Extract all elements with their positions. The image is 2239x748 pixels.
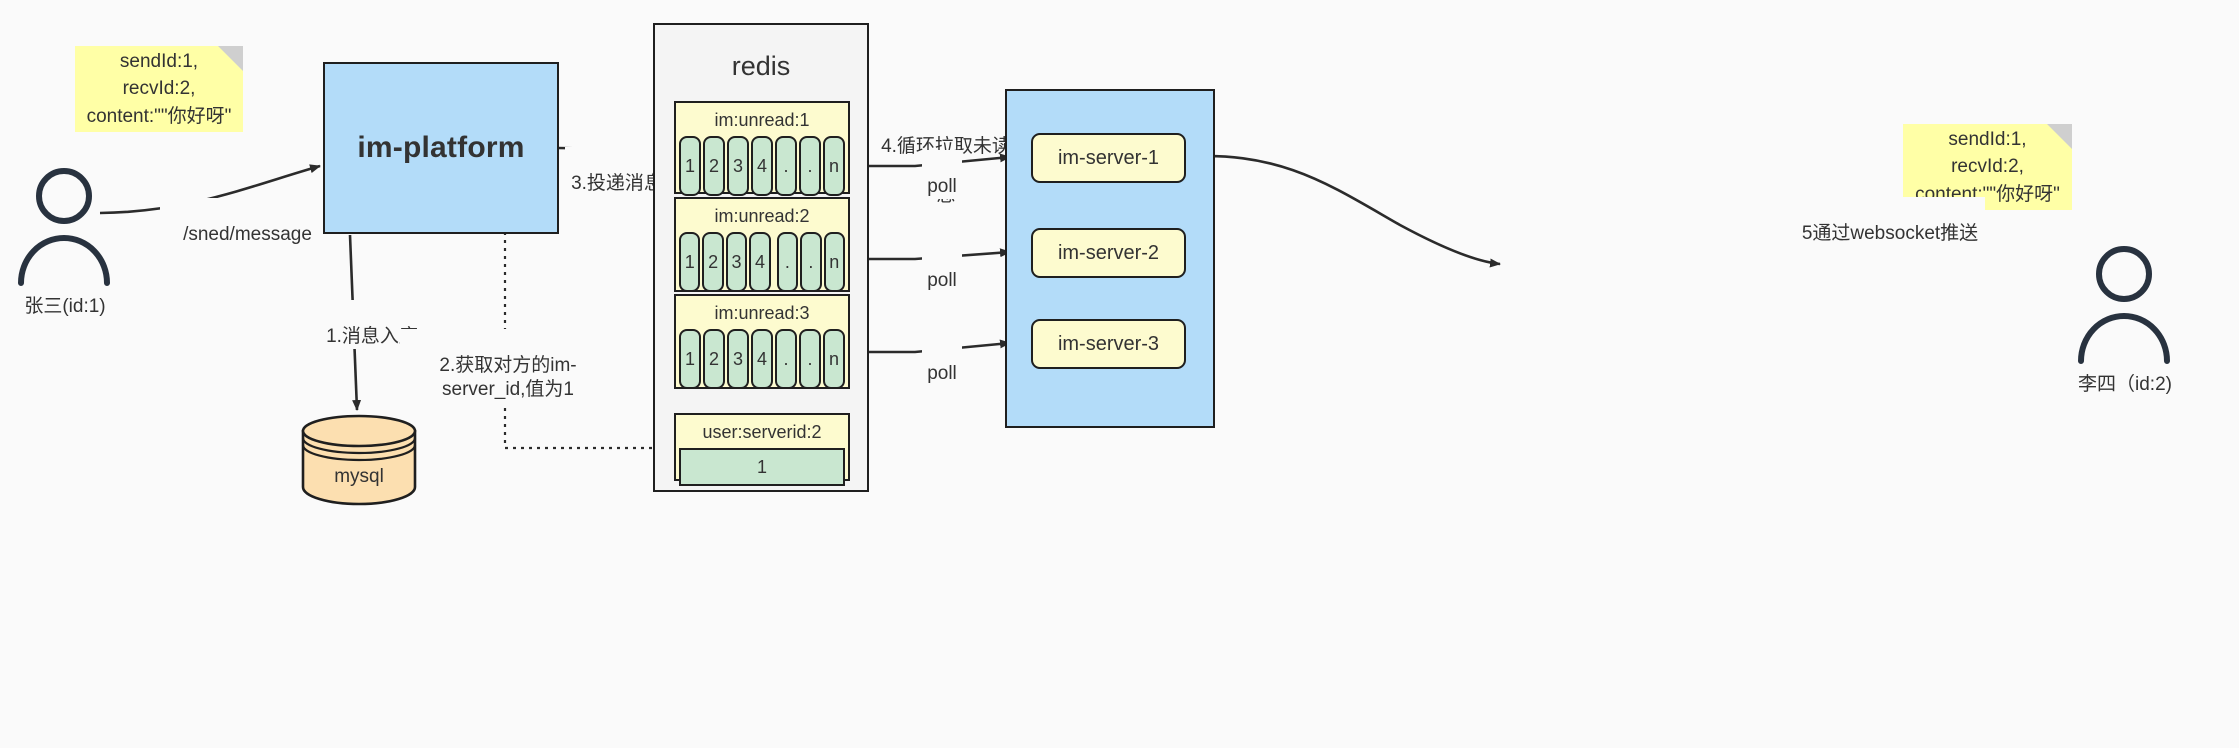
edge-label-step5-text: 5通过websocket推送	[1801, 222, 1979, 244]
redis-cell[interactable]: 1	[679, 136, 701, 196]
node-mysql[interactable]: mysql	[300, 414, 418, 506]
edge-label-poll-1-text: poll	[927, 175, 957, 197]
redis-cell[interactable]: 2	[703, 136, 725, 196]
redis-cell[interactable]: 3	[727, 329, 749, 389]
edge-label-poll-2-text: poll	[927, 269, 957, 291]
edge-server1-to-receiver	[1182, 154, 1501, 268]
note-right-text: sendId:1, recvId:2, content:""你好呀"	[1915, 128, 2060, 205]
redis-key-group-2[interactable]: im:unread:2 1 2 3 4 . . n	[674, 197, 850, 292]
node-im-server-2[interactable]: im-server-2	[1031, 228, 1186, 278]
redis-cell[interactable]: 3	[725, 232, 748, 292]
note-fold-icon	[2047, 124, 2072, 149]
edge-label-step1: 1.消息入库	[312, 300, 432, 350]
edge-label-poll-1: poll	[922, 150, 962, 200]
node-im-server-2-label: im-server-2	[1057, 241, 1160, 264]
redis-cell[interactable]: 4	[749, 232, 771, 292]
actor-receiver-label: 李四（id:2)	[2078, 374, 2172, 395]
node-im-server-cluster: im-server-1 im-server-2 im-server-3	[1005, 89, 1215, 428]
redis-cell[interactable]: 2	[702, 232, 724, 292]
node-im-server-3-label: im-server-3	[1057, 332, 1160, 355]
node-im-server-1-label: im-server-1	[1057, 146, 1160, 169]
edge-label-step2-text: 2.获取对方的im-server_id,值为1	[439, 354, 577, 401]
edge-label-send-message-text: /sned/message	[183, 223, 312, 245]
edge-label-step1-text: 1.消息入库	[326, 325, 418, 347]
database-cylinder-icon	[301, 414, 417, 506]
redis-cell[interactable]: 3	[727, 136, 749, 196]
redis-cell[interactable]: 1	[679, 232, 701, 292]
redis-key-group-serverid[interactable]: user:serverid:2 1	[674, 413, 850, 486]
node-im-platform-label: im-platform	[357, 131, 525, 164]
actor-sender: 张三(id:1)	[0, 165, 130, 325]
redis-cell[interactable]: 1	[679, 329, 701, 389]
note-left-text: sendId:1, recvId:2, content:""你好呀"	[86, 50, 232, 127]
note-left: sendId:1, recvId:2, content:""你好呀"	[75, 46, 243, 132]
redis-key-label-2: im:unread:2	[714, 206, 810, 226]
redis-key-label-1: im:unread:1	[714, 110, 810, 130]
edge-label-step3-text: 3.投递消息	[571, 172, 663, 194]
edge-label-poll-3: poll	[922, 337, 962, 387]
redis-cell[interactable]: n	[823, 232, 845, 292]
node-im-server-1[interactable]: im-server-1	[1031, 133, 1186, 183]
redis-cell[interactable]: .	[799, 136, 821, 196]
node-redis: redis im:unread:1 1 2 3 4 . . n im:unrea…	[653, 23, 869, 492]
redis-cell[interactable]: n	[823, 136, 845, 196]
actor-sender-label: 张三(id:1)	[24, 296, 106, 317]
redis-cell[interactable]: 2	[703, 329, 725, 389]
redis-key-group-1[interactable]: im:unread:1 1 2 3 4 . . n	[674, 101, 850, 196]
node-im-platform[interactable]: im-platform	[323, 62, 559, 234]
redis-serverid-key-label: user:serverid:2	[702, 422, 822, 442]
edge-label-poll-2: poll	[922, 244, 962, 294]
edge-label-step3: 3.投递消息	[565, 147, 669, 197]
redis-cell[interactable]: .	[800, 232, 822, 292]
redis-key-group-3[interactable]: im:unread:3 1 2 3 4 . . n	[674, 294, 850, 389]
person-icon	[2078, 246, 2170, 364]
edge-label-poll-3-text: poll	[927, 362, 957, 384]
node-im-server-3[interactable]: im-server-3	[1031, 319, 1186, 369]
redis-cell[interactable]: 4	[751, 329, 773, 389]
redis-cell[interactable]: 4	[751, 136, 773, 196]
edge-label-step5: 5通过websocket推送	[1795, 197, 1985, 247]
note-fold-icon	[218, 46, 243, 71]
redis-cell[interactable]: .	[775, 136, 797, 196]
redis-cell[interactable]: .	[799, 329, 821, 389]
node-mysql-label: mysql	[334, 466, 384, 487]
actor-receiver: 李四（id:2)	[2060, 243, 2190, 403]
redis-key-label-3: im:unread:3	[714, 303, 810, 323]
redis-serverid-value[interactable]: 1	[679, 448, 845, 486]
node-redis-title: redis	[731, 51, 791, 81]
redis-cell[interactable]: .	[775, 329, 797, 389]
node-mysql-label-wrap: mysql	[300, 466, 418, 488]
person-icon	[18, 168, 110, 286]
edge-label-send-message: /sned/message	[160, 198, 335, 248]
redis-cells-2: 1 2 3 4 . . n	[676, 232, 848, 294]
redis-cells-1: 1 2 3 4 . . n	[676, 136, 848, 198]
redis-cells-3: 1 2 3 4 . . n	[676, 329, 848, 391]
redis-cell[interactable]: n	[823, 329, 845, 389]
redis-cell[interactable]: .	[776, 232, 799, 292]
edge-label-step2: 2.获取对方的im-server_id,值为1	[400, 329, 616, 404]
